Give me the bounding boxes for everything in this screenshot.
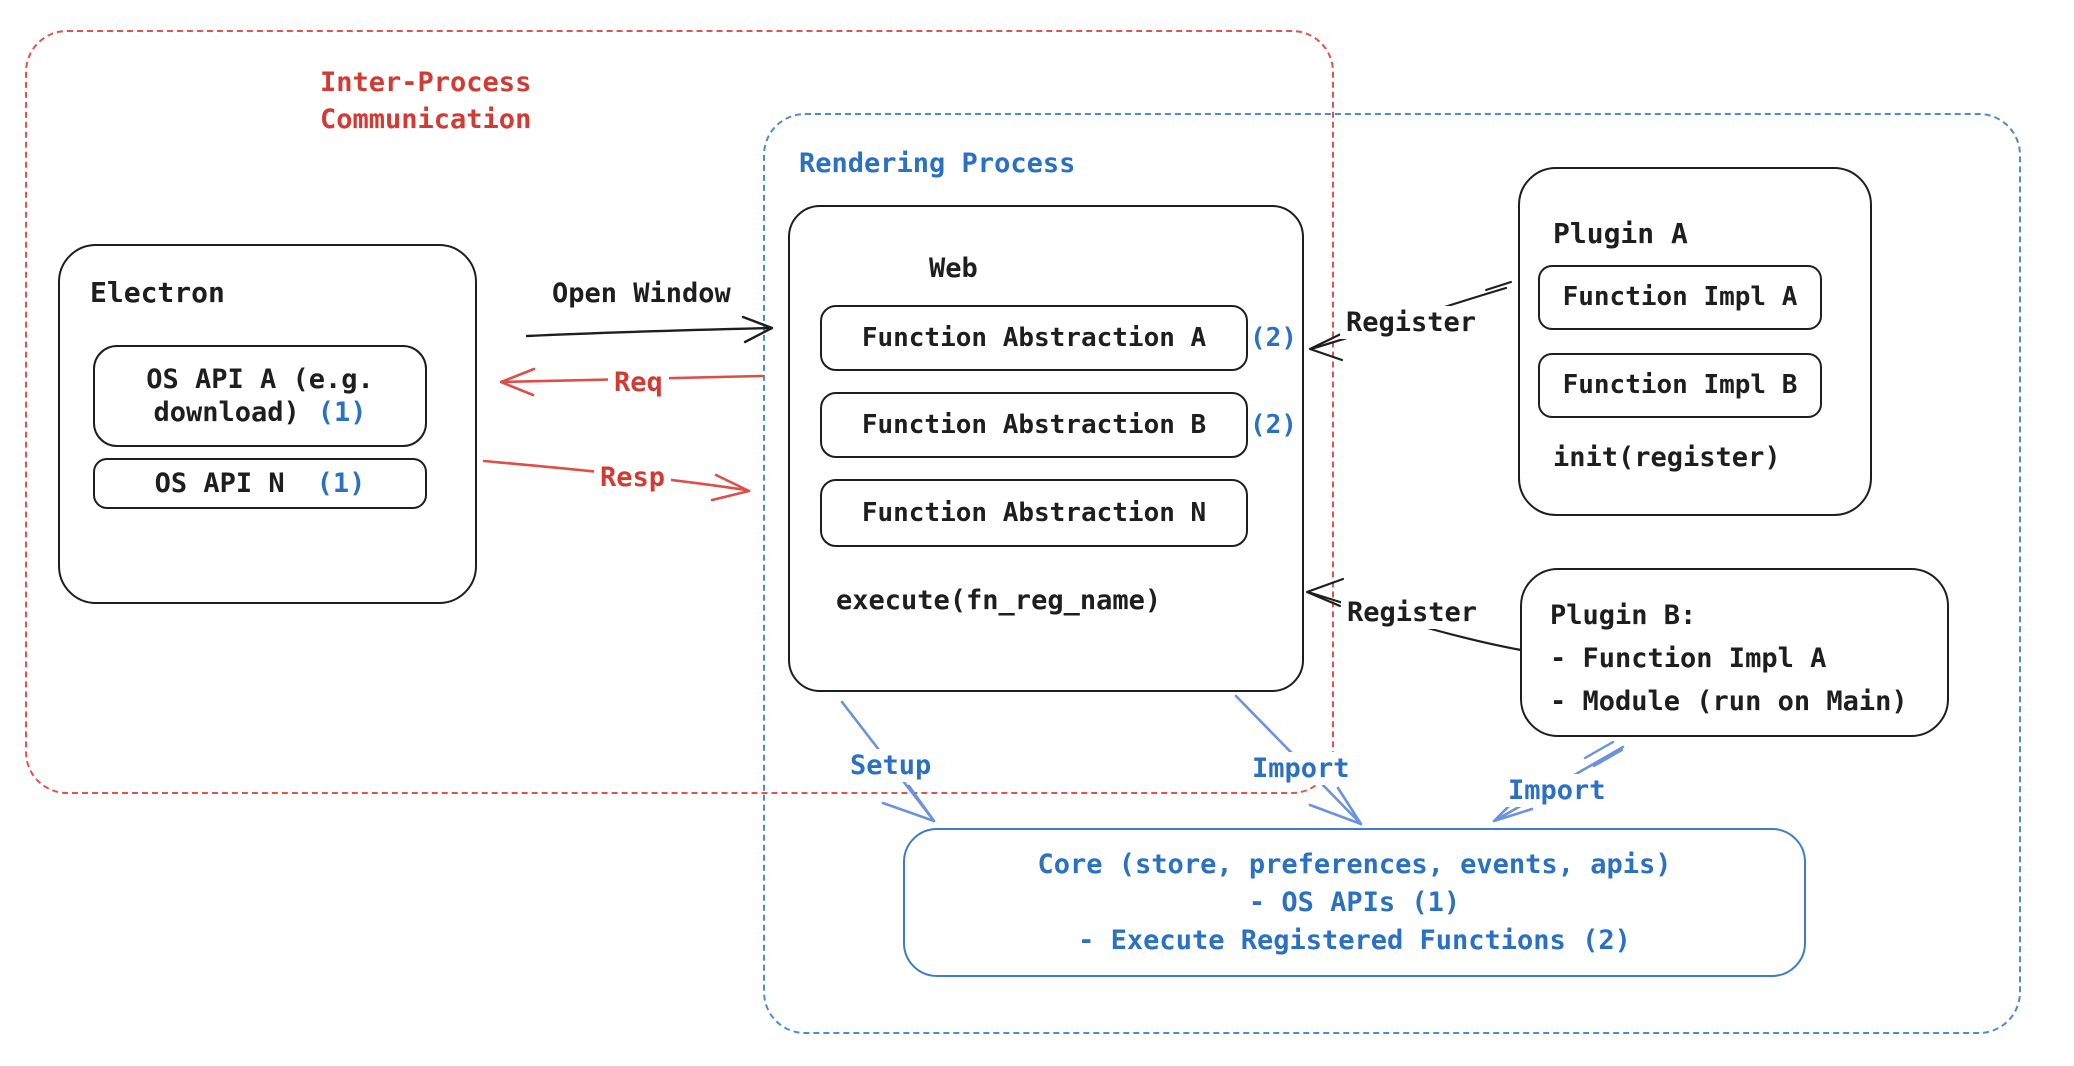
rendering-region-frame <box>763 113 2021 1034</box>
open-window-label: Open Window <box>552 278 731 309</box>
register-bottom-label: Register <box>1341 596 1484 629</box>
plugin-b-text: Plugin B: - Function Impl A - Module (ru… <box>1550 594 1908 723</box>
import-left-label: Import <box>1246 752 1356 785</box>
setup-label: Setup <box>844 749 938 782</box>
core-title: Core (store, preferences, events, apis) <box>1037 848 1672 880</box>
ipc-region-frame <box>25 30 1334 794</box>
electron-title: Electron <box>90 276 225 309</box>
plugin-b-title: Plugin B: <box>1550 600 1697 631</box>
core-node: Core (store, preferences, events, apis) … <box>903 828 1806 977</box>
function-abstraction-n-node: Function Abstraction N <box>820 479 1248 547</box>
os-api-a-tag: (1) <box>317 397 367 428</box>
os-api-n-tag: (1) <box>316 468 366 499</box>
os-api-a-node: OS API A (e.g. download)(1) <box>93 345 427 447</box>
plugin-a-node <box>1518 167 1872 516</box>
function-impl-a-node: Function Impl A <box>1538 265 1822 330</box>
plugin-b-node <box>1520 568 1949 737</box>
function-abstraction-a-node: Function Abstraction A <box>820 305 1248 371</box>
function-abstraction-b-node: Function Abstraction B <box>820 392 1248 458</box>
os-api-n-label: OS API N <box>154 468 285 499</box>
function-abstraction-b-tag: (2) <box>1250 410 1297 440</box>
plugin-a-title: Plugin A <box>1553 217 1688 250</box>
req-label: Req <box>608 366 669 399</box>
function-impl-b-node: Function Impl B <box>1538 353 1822 418</box>
init-register-label: init(register) <box>1553 442 1781 473</box>
rendering-region-label: Rendering Process <box>799 148 1076 179</box>
ipc-region-label: Inter-Process Communication <box>320 67 532 135</box>
open-window-arrow <box>525 326 773 338</box>
os-api-a-label: OS API A (e.g. <box>146 364 374 395</box>
execute-label: execute(fn_reg_name) <box>836 585 1162 616</box>
import-right-label: Import <box>1502 774 1612 807</box>
resp-label: Resp <box>594 461 672 494</box>
register-top-label: Register <box>1340 306 1483 339</box>
os-api-n-node: OS API N (1) <box>93 458 427 509</box>
web-title: Web <box>929 253 978 284</box>
function-abstraction-a-tag: (2) <box>1250 323 1297 353</box>
